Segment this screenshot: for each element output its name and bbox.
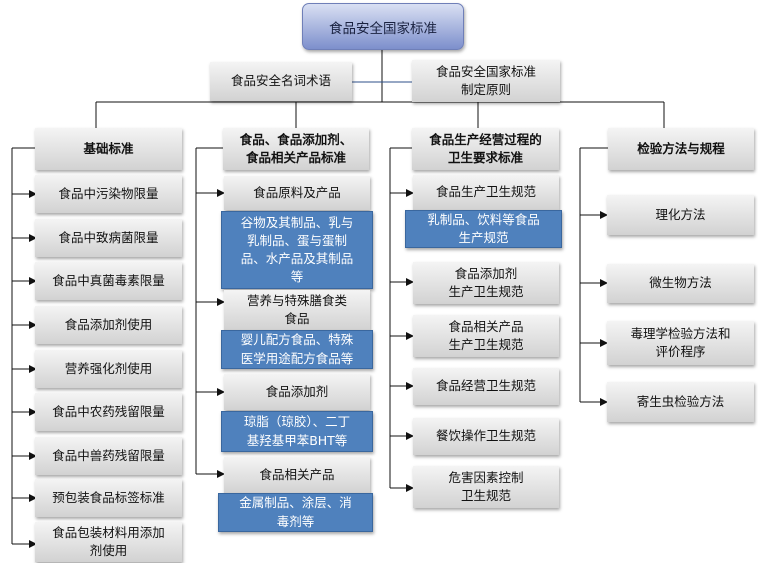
header-hygiene-standards: 食品生产经营过程的 卫生要求标准 bbox=[412, 128, 559, 170]
method-item: 毒理学检验方法和 评价程序 bbox=[607, 321, 754, 365]
product-group-label: 食品相关产品 bbox=[224, 457, 370, 493]
basic-item: 食品包装材料用添加 剂使用 bbox=[35, 522, 182, 562]
root-label: 食品安全国家标准 bbox=[329, 20, 437, 37]
basic-item: 食品中真菌毒素限量 bbox=[35, 262, 182, 300]
hygiene-item: 食品相关产品 生产卫生规范 bbox=[413, 315, 559, 357]
product-group-label: 食品原料及产品 bbox=[224, 176, 370, 210]
hygiene-item: 餐饮操作卫生规范 bbox=[413, 418, 559, 455]
header-test-methods: 检验方法与规程 bbox=[608, 128, 754, 170]
basic-item: 营养强化剂使用 bbox=[35, 350, 182, 388]
basic-item: 食品中兽药残留限量 bbox=[35, 437, 182, 475]
method-item: 理化方法 bbox=[607, 195, 754, 235]
basic-item: 食品中农药残留限量 bbox=[35, 393, 182, 431]
product-group-detail: 婴儿配方食品、特殊 医学用途配方食品等 bbox=[221, 330, 373, 369]
product-group-label: 营养与特殊膳食类 食品 bbox=[224, 290, 370, 330]
basic-item: 食品中致病菌限量 bbox=[35, 219, 182, 257]
basic-item: 食品添加剂使用 bbox=[35, 306, 182, 344]
hygiene-item: 危害因素控制 卫生规范 bbox=[413, 466, 559, 508]
product-group-detail: 谷物及其制品、乳与 乳制品、蛋与蛋制 品、水产品及其制品 等 bbox=[221, 211, 373, 289]
product-group-detail: 金属制品、涂层、消 毒剂等 bbox=[218, 493, 373, 532]
product-group-detail: 琼脂（琼胶）、二丁 基羟基甲苯BHT等 bbox=[221, 411, 373, 452]
header-product-standards: 食品、食品添加剂、 食品相关产品标准 bbox=[223, 128, 369, 170]
basic-item: 预包装食品标签标准 bbox=[35, 479, 182, 517]
principles-node: 食品安全国家标准 制定原则 bbox=[412, 60, 560, 102]
hygiene-item: 食品生产卫生规范 bbox=[413, 175, 559, 210]
method-item: 微生物方法 bbox=[607, 264, 754, 303]
header-basic-standards: 基础标准 bbox=[35, 128, 182, 170]
hygiene-item-detail: 乳制品、饮料等食品 生产规范 bbox=[405, 210, 562, 248]
product-group-label: 食品添加剂 bbox=[224, 374, 370, 410]
root-node: 食品安全国家标准 bbox=[302, 3, 464, 50]
terminology-node: 食品安全名词术语 bbox=[210, 62, 352, 101]
method-item: 寄生虫检验方法 bbox=[607, 382, 754, 422]
hygiene-item: 食品经营卫生规范 bbox=[413, 368, 559, 405]
basic-item: 食品中污染物限量 bbox=[35, 175, 182, 213]
hygiene-item: 食品添加剂 生产卫生规范 bbox=[413, 262, 559, 304]
